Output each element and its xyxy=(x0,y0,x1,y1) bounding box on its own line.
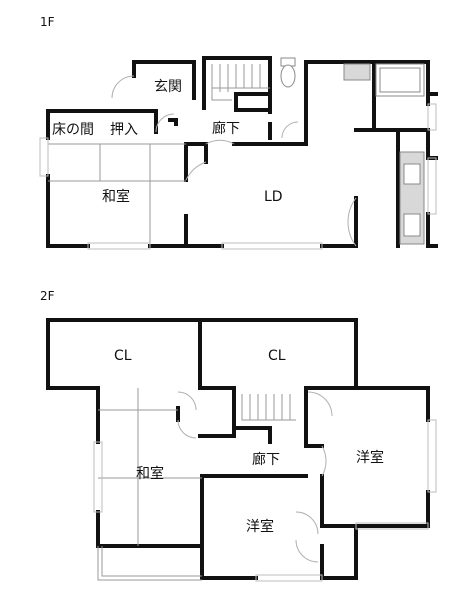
room-label-western-room-2: 洋室 xyxy=(246,518,274,535)
walls-2f xyxy=(46,318,430,580)
details-1f xyxy=(39,57,437,250)
room-label-closet: 押入 xyxy=(110,122,138,138)
floor-2f: 2F xyxy=(40,289,437,582)
floor-label-2f: 2F xyxy=(40,289,55,303)
room-label-ld: LD xyxy=(264,189,283,205)
room-label-western-room-1: 洋室 xyxy=(356,449,384,466)
toilet-icon xyxy=(280,64,296,88)
room-label-closet-right: CL xyxy=(268,348,286,364)
room-labels-1f: 玄関 廊下 床の間 押入 和室 LD xyxy=(52,78,283,205)
room-label-hall: 廊下 xyxy=(212,120,240,137)
room-label-closet-left: CL xyxy=(114,348,132,364)
floor-1f: 1F xyxy=(39,15,438,250)
room-label-japanese-room-2f: 和室 xyxy=(136,465,164,482)
room-labels-2f: CL CL 和室 廊下 洋室 洋室 xyxy=(114,348,384,535)
room-label-japanese-room: 和室 xyxy=(102,188,130,205)
floor-label-1f: 1F xyxy=(40,15,55,29)
room-label-alcove: 床の間 xyxy=(52,122,94,138)
stove-icon xyxy=(403,213,421,237)
details-2f xyxy=(93,388,437,582)
kitchen-sink-icon xyxy=(403,163,421,185)
room-label-entrance: 玄関 xyxy=(154,78,182,95)
room-label-hall-2f: 廊下 xyxy=(252,451,280,468)
washbasin-icon xyxy=(343,63,371,81)
